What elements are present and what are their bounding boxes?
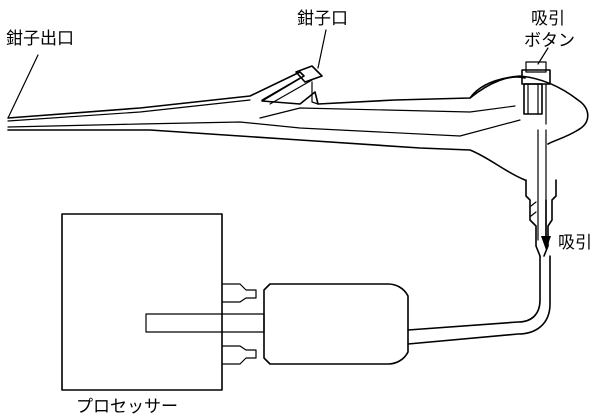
label-suction-button-line1: 吸引 [531,9,565,29]
processor-connector [145,283,409,365]
label-forceps-port: 鉗子口 [297,9,348,29]
label-suction-button-line2: ボタン [524,31,575,51]
leader-forceps-outlet [7,54,39,119]
suction-tube [407,255,551,345]
leader-forceps-port [317,29,327,69]
suction-flow-arrow [541,199,551,250]
suction-button [521,61,551,125]
endoscope-body [7,71,589,181]
label-processor: プロセッサー [76,397,178,416]
label-forceps-outlet: 鉗子出口 [6,29,74,49]
forceps-port [261,65,323,105]
label-suction: 吸引 [558,233,592,253]
leader-suction-button [537,47,549,65]
processor-box [61,213,223,391]
suction-connector [525,129,557,257]
